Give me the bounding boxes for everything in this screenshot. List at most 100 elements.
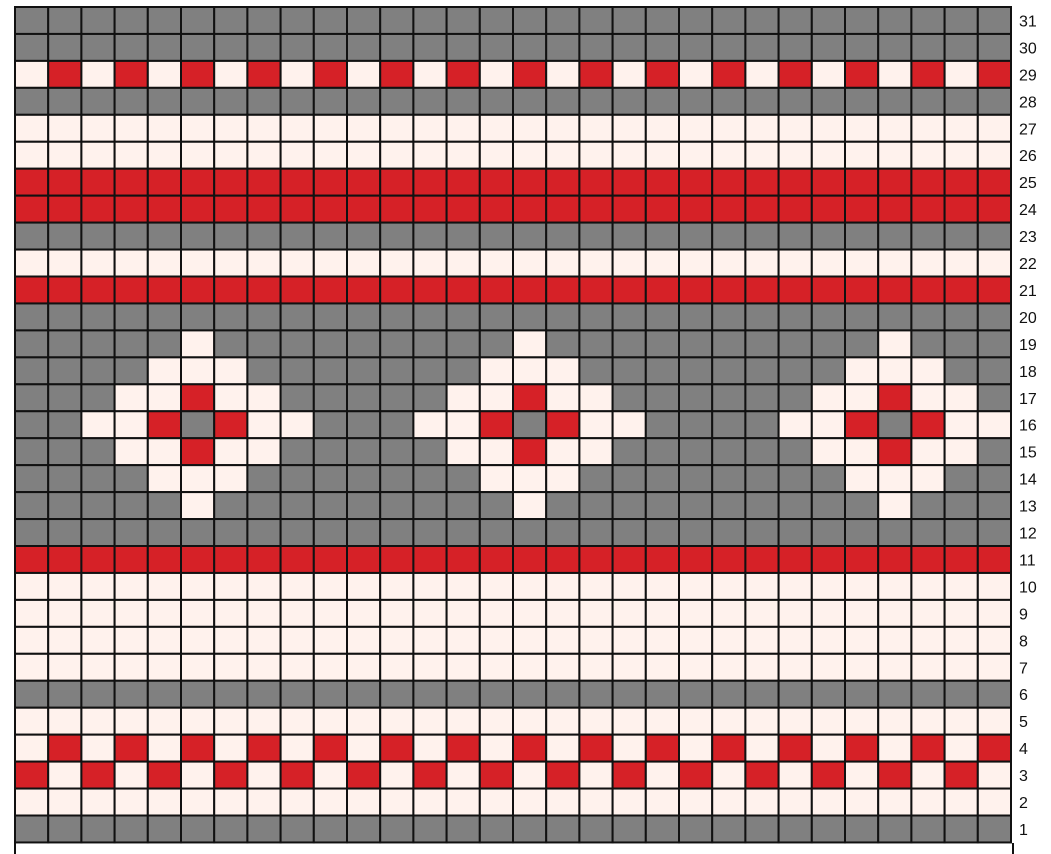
chart-cell xyxy=(646,330,679,357)
chart-cell xyxy=(579,357,612,384)
chart-cell xyxy=(480,169,513,196)
chart-cell xyxy=(911,519,944,546)
chart-cell xyxy=(413,115,446,142)
chart-cell xyxy=(380,223,413,250)
chart-cell xyxy=(447,357,480,384)
chart-cell xyxy=(447,250,480,277)
chart-cell xyxy=(314,708,347,735)
chart-cell xyxy=(613,250,646,277)
chart-cell xyxy=(15,142,48,169)
chart-cell xyxy=(845,411,878,438)
chart-cell xyxy=(214,681,247,708)
chart-cell xyxy=(314,681,347,708)
chart-cell xyxy=(181,789,214,816)
chart-cell xyxy=(579,681,612,708)
chart-cell xyxy=(646,762,679,789)
chart-cell xyxy=(148,573,181,600)
chart-cell xyxy=(247,627,280,654)
chart-cell xyxy=(81,654,114,681)
chart-cell xyxy=(181,438,214,465)
chart-cell xyxy=(745,735,778,762)
chart-cell xyxy=(148,277,181,304)
chart-cell xyxy=(712,816,745,843)
chart-cell xyxy=(513,34,546,61)
chart-cell xyxy=(679,438,712,465)
chart-cell xyxy=(712,735,745,762)
chart-cell xyxy=(48,61,81,88)
chart-cell xyxy=(281,277,314,304)
chart-cell xyxy=(513,465,546,492)
chart-cell xyxy=(845,223,878,250)
chart-cell xyxy=(15,546,48,573)
chart-cell xyxy=(613,115,646,142)
chart-cell xyxy=(380,465,413,492)
chart-cell xyxy=(712,411,745,438)
chart-cell xyxy=(347,34,380,61)
chart-cell xyxy=(579,223,612,250)
chart-cell xyxy=(978,600,1011,627)
chart-cell xyxy=(978,330,1011,357)
row-number-label: 12 xyxy=(1019,526,1037,543)
chart-cell xyxy=(513,627,546,654)
chart-cell xyxy=(48,492,81,519)
chart-cell xyxy=(148,303,181,330)
chart-cell xyxy=(447,465,480,492)
chart-cell xyxy=(81,303,114,330)
chart-cell xyxy=(712,196,745,223)
chart-cell xyxy=(48,250,81,277)
chart-cell xyxy=(945,330,978,357)
chart-cell xyxy=(480,789,513,816)
chart-cell xyxy=(115,88,148,115)
chart-cell xyxy=(347,762,380,789)
chart-cell xyxy=(745,627,778,654)
chart-cell xyxy=(281,816,314,843)
chart-cell xyxy=(546,546,579,573)
chart-cell xyxy=(380,708,413,735)
chart-cell xyxy=(247,88,280,115)
chart-cell xyxy=(81,762,114,789)
chart-cell xyxy=(679,573,712,600)
chart-cell xyxy=(845,654,878,681)
chart-cell xyxy=(115,7,148,34)
chart-cell xyxy=(347,303,380,330)
chart-cell xyxy=(579,627,612,654)
chart-cell xyxy=(281,384,314,411)
chart-cell xyxy=(247,277,280,304)
chart-cell xyxy=(447,546,480,573)
chart-cell xyxy=(679,384,712,411)
chart-cell xyxy=(81,438,114,465)
chart-cell xyxy=(911,573,944,600)
chart-cell xyxy=(15,735,48,762)
chart-cell xyxy=(314,169,347,196)
chart-cell xyxy=(447,816,480,843)
chart-cell xyxy=(281,142,314,169)
chart-cell xyxy=(48,330,81,357)
chart-cell xyxy=(712,61,745,88)
chart-cell xyxy=(812,546,845,573)
chart-cell xyxy=(48,681,81,708)
chart-cell xyxy=(679,546,712,573)
chart-cell xyxy=(347,115,380,142)
row-number-label: 20 xyxy=(1019,310,1037,327)
chart-cell xyxy=(247,223,280,250)
chart-cell xyxy=(613,627,646,654)
chart-cell xyxy=(48,816,81,843)
chart-cell xyxy=(579,88,612,115)
chart-cell xyxy=(115,573,148,600)
chart-cell xyxy=(646,115,679,142)
chart-cell xyxy=(480,438,513,465)
chart-cell xyxy=(447,34,480,61)
chart-cell xyxy=(148,816,181,843)
chart-cell xyxy=(911,438,944,465)
chart-cell xyxy=(181,357,214,384)
chart-cell xyxy=(347,223,380,250)
chart-cell xyxy=(413,546,446,573)
chart-cell xyxy=(214,789,247,816)
chart-cell xyxy=(48,34,81,61)
chart-cell xyxy=(214,223,247,250)
chart-cell xyxy=(945,61,978,88)
chart-cell xyxy=(812,88,845,115)
chart-cell xyxy=(115,465,148,492)
chart-cell xyxy=(546,357,579,384)
chart-cell xyxy=(646,196,679,223)
